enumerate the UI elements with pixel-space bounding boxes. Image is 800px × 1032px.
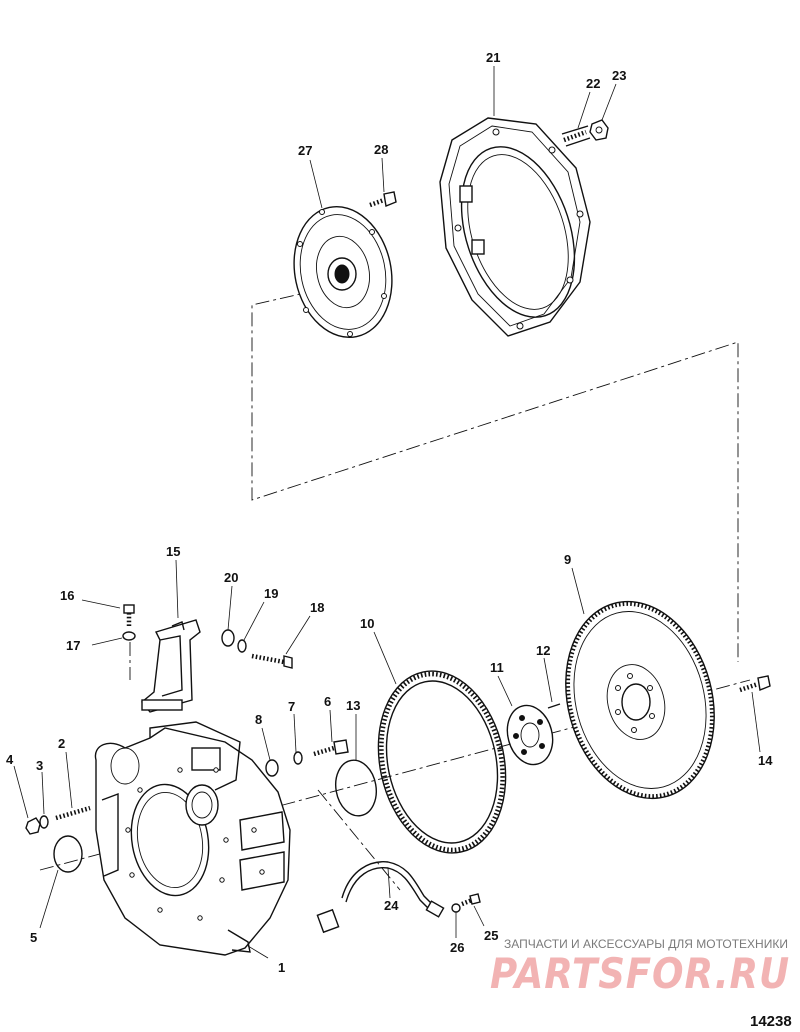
callout-9: 9 bbox=[564, 552, 571, 567]
bolt-18 bbox=[251, 653, 293, 669]
bolt-16 bbox=[123, 604, 135, 628]
flywheel-housing bbox=[94, 721, 291, 956]
dowel-pin-12 bbox=[547, 703, 561, 709]
bolt-25 bbox=[461, 893, 481, 907]
callout-18: 18 bbox=[310, 600, 324, 615]
callout-17: 17 bbox=[66, 638, 80, 653]
callout-labels: 1 2 3 4 5 6 7 8 9 10 11 12 13 14 15 16 1… bbox=[6, 50, 773, 975]
callout-20: 20 bbox=[224, 570, 238, 585]
engine-mount-bracket bbox=[141, 619, 201, 713]
leader-lines bbox=[13, 66, 761, 959]
nut-23 bbox=[589, 119, 609, 141]
drive-plate bbox=[293, 205, 393, 339]
bolt-14 bbox=[739, 675, 771, 693]
ring-gear bbox=[377, 670, 507, 854]
callout-16: 16 bbox=[60, 588, 74, 603]
washer-19 bbox=[237, 639, 247, 653]
flywheel-housing-adaptor bbox=[439, 117, 591, 337]
flywheel-hub bbox=[506, 704, 554, 766]
washer-8 bbox=[265, 759, 279, 777]
nut-4 bbox=[25, 817, 41, 835]
washer-26 bbox=[451, 903, 461, 913]
callout-11: 11 bbox=[490, 660, 504, 675]
callout-6: 6 bbox=[324, 694, 331, 709]
callout-15: 15 bbox=[166, 544, 180, 559]
callout-23: 23 bbox=[612, 68, 626, 83]
callout-2: 2 bbox=[58, 736, 65, 751]
watermark-logo: PARTSFOR.RU bbox=[490, 949, 790, 998]
callout-27: 27 bbox=[298, 143, 312, 158]
callout-4: 4 bbox=[6, 752, 14, 767]
flywheel bbox=[565, 600, 715, 800]
callout-10: 10 bbox=[360, 616, 374, 631]
stud-22 bbox=[561, 125, 591, 147]
callout-28: 28 bbox=[374, 142, 388, 157]
washer-17 bbox=[122, 631, 136, 641]
figure-number: 14238 bbox=[750, 1013, 792, 1030]
callout-5: 5 bbox=[30, 930, 37, 945]
callout-1: 1 bbox=[278, 960, 285, 975]
callout-7: 7 bbox=[288, 699, 295, 714]
watermark-caption: ЗАПЧАСТИ И АКСЕССУАРЫ ДЛЯ МОТОТЕХНИКИ bbox=[504, 937, 788, 951]
bolt-28 bbox=[369, 191, 397, 208]
stud-2 bbox=[55, 805, 91, 821]
o-ring-5 bbox=[53, 835, 83, 873]
callout-14: 14 bbox=[758, 753, 773, 768]
washer-3 bbox=[39, 815, 49, 829]
callout-3: 3 bbox=[36, 758, 43, 773]
oil-seal-13 bbox=[335, 759, 377, 817]
callout-22: 22 bbox=[586, 76, 600, 91]
callout-12: 12 bbox=[536, 643, 550, 658]
bolt-6 bbox=[313, 739, 349, 757]
speed-sensor-24 bbox=[316, 861, 445, 934]
callout-25: 25 bbox=[484, 928, 498, 943]
washer-20 bbox=[221, 629, 235, 647]
watermark: ЗАПЧАСТИ И АКСЕССУАРЫ ДЛЯ МОТОТЕХНИКИ PA… bbox=[490, 937, 790, 998]
callout-19: 19 bbox=[264, 586, 278, 601]
callout-21: 21 bbox=[486, 50, 500, 65]
washer-7 bbox=[293, 751, 303, 765]
callout-24: 24 bbox=[384, 898, 399, 913]
callout-26: 26 bbox=[450, 940, 464, 955]
callout-13: 13 bbox=[346, 698, 360, 713]
callout-8: 8 bbox=[255, 712, 262, 727]
